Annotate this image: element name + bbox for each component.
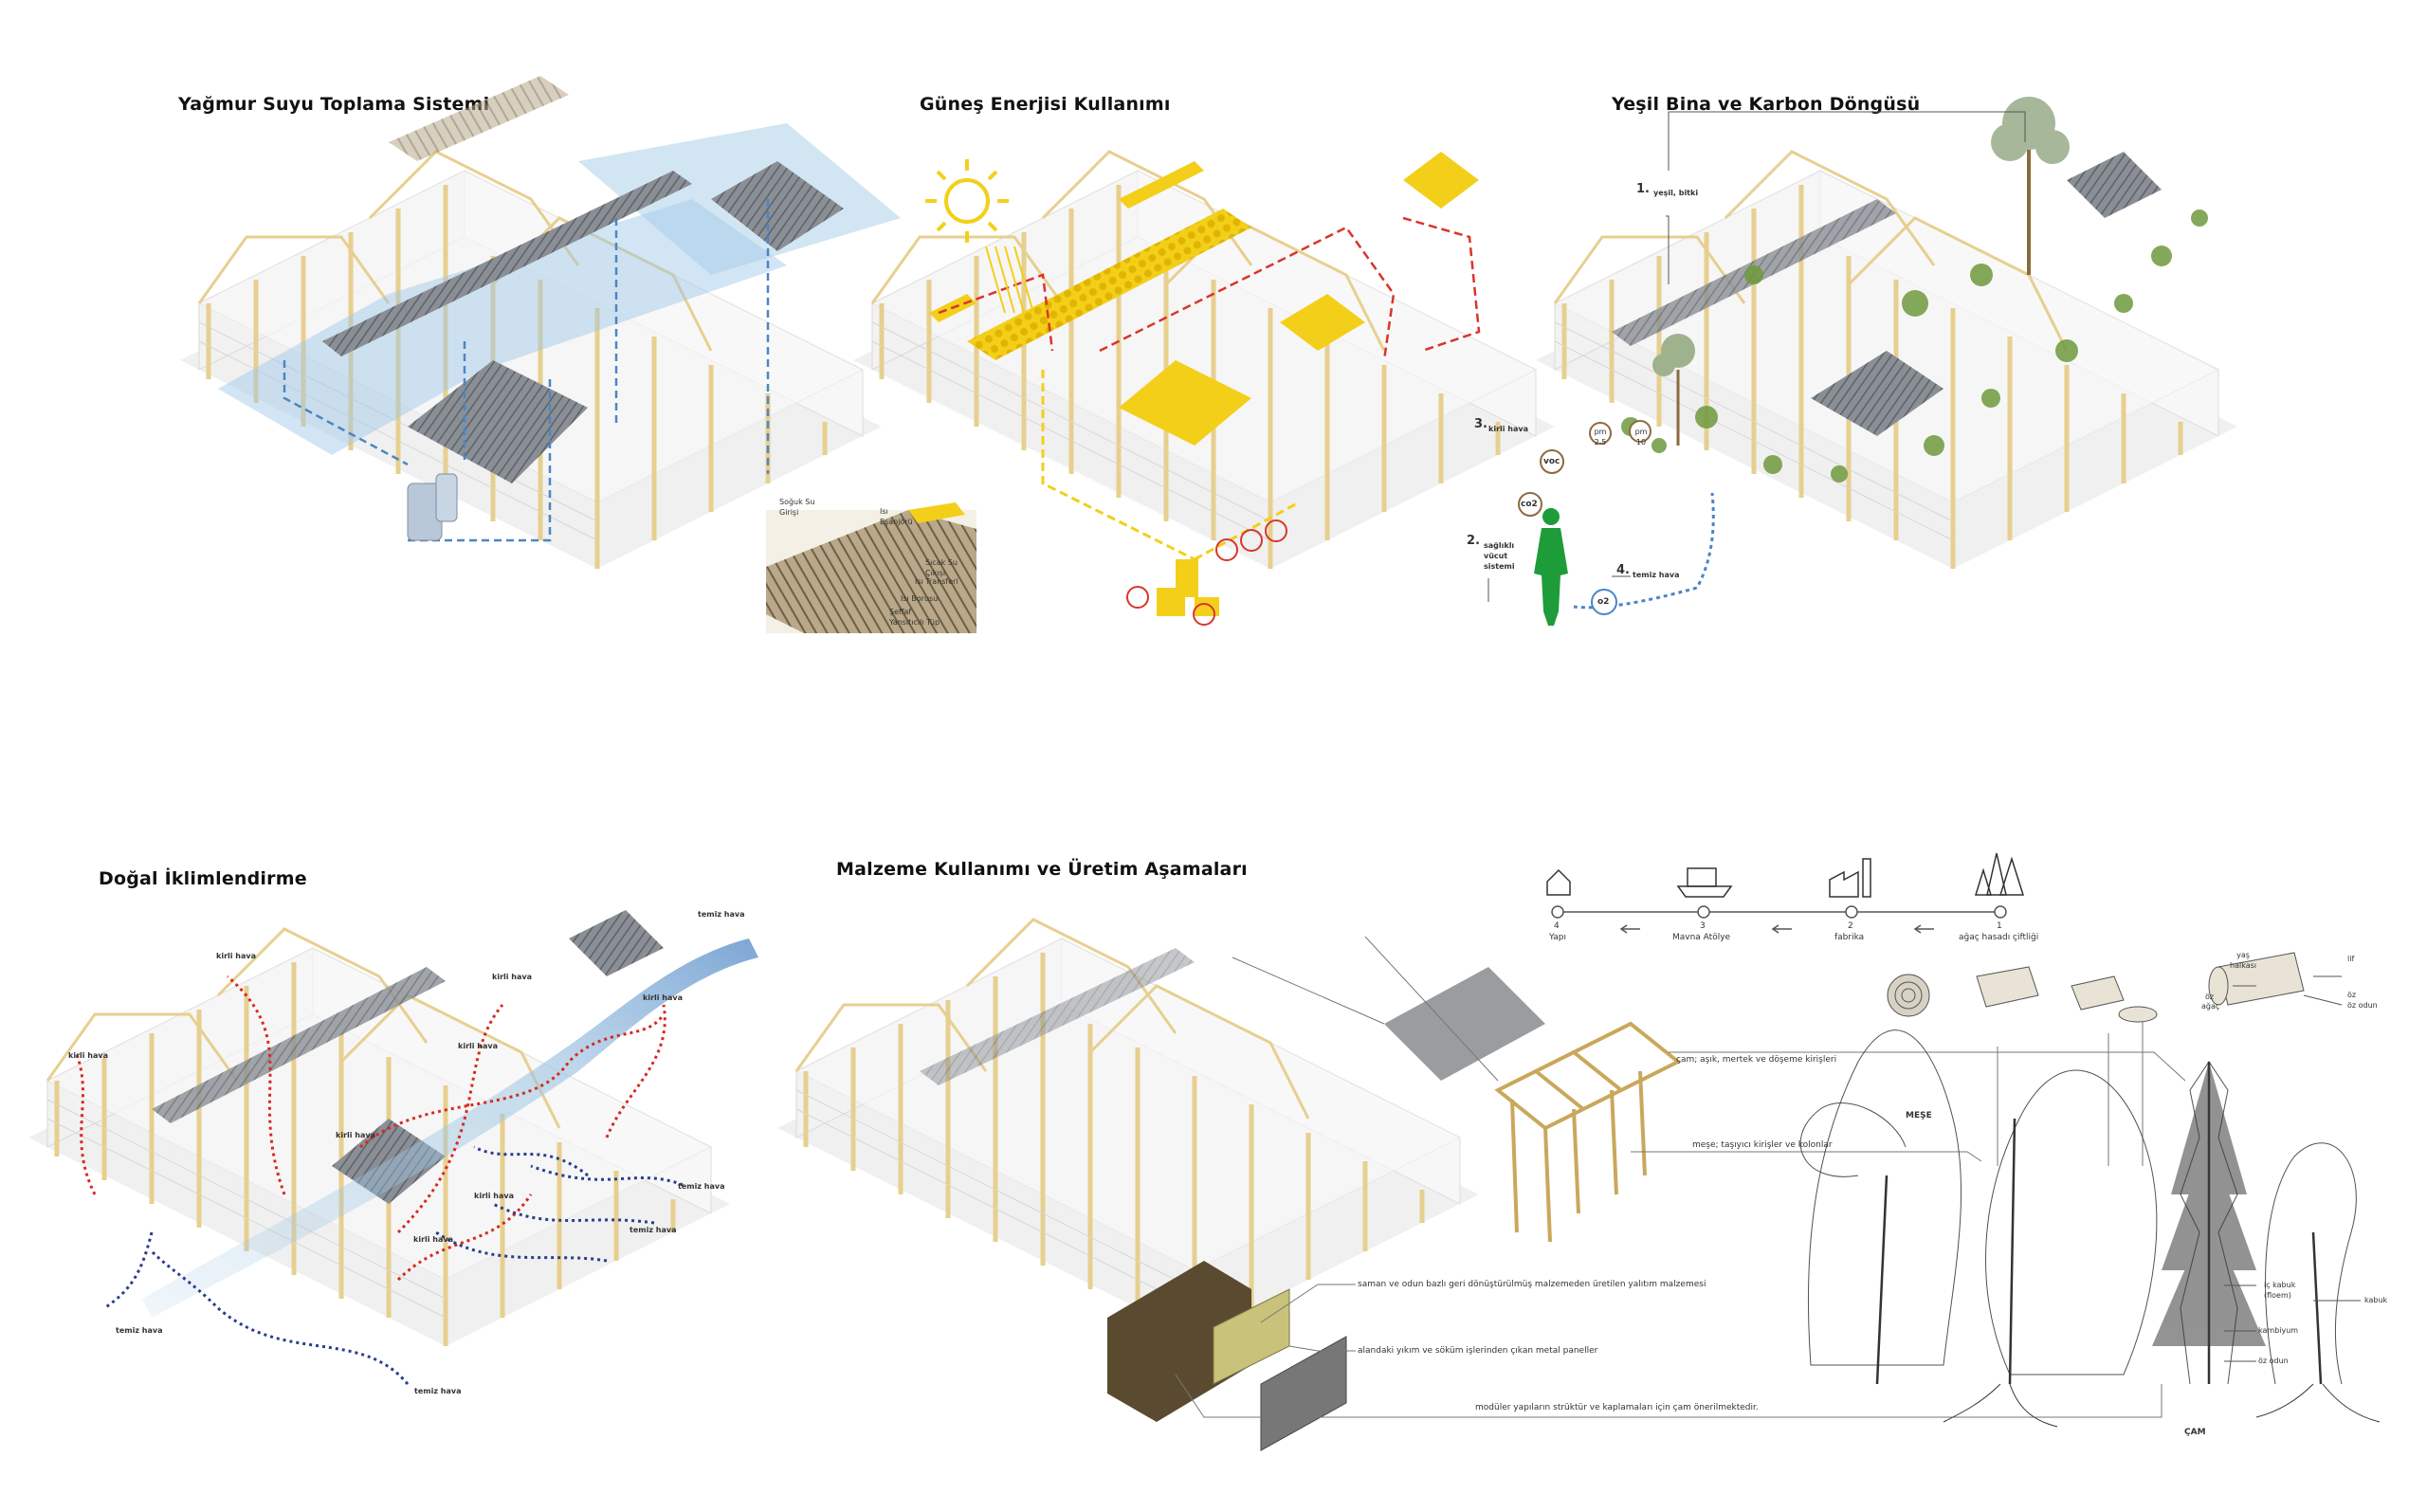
inset-heat-transfer: Isı Transferi — [915, 577, 958, 586]
timeline-label-4: Yapı — [1549, 933, 1566, 942]
green-label-2: sağlıklı vücut sistemi — [1484, 541, 1515, 571]
climate-building — [28, 910, 758, 1346]
timeline-num-1: 1 — [1997, 921, 2002, 931]
tree-label-heartwood: öz odun — [2258, 1357, 2289, 1365]
climate-dirty-1: kirli hava — [216, 952, 256, 960]
wood-heartwood-label: öz odun — [2347, 1001, 2378, 1010]
wood-ring-label: yaş halkası — [2230, 951, 2256, 970]
inset-hot-out: Sıcak Su Çıkışı — [925, 558, 958, 577]
green-label-1: yeşil, bitki — [1653, 189, 1699, 197]
oak-frame — [1494, 1021, 1682, 1243]
green-label-2-num: 2. — [1467, 534, 1480, 548]
climate-dirty-4: kirli hava — [68, 1051, 108, 1060]
timeline-num-4: 4 — [1554, 921, 1560, 931]
green-label-4: temiz hava — [1633, 571, 1680, 579]
climate-clean-2: temiz hava — [678, 1182, 725, 1191]
timeline-label-3: Mavna Atölye — [1672, 933, 1731, 942]
green-label-3-num: 3. — [1474, 417, 1487, 431]
climate-dirty-7: kirli hava — [474, 1192, 514, 1200]
note-oak: meşe; taşıyıcı kirişler ve kolonlar — [1692, 1140, 1833, 1150]
co2-badge: co2 — [1521, 500, 1538, 509]
solar-equipment — [1126, 519, 1287, 626]
sun-icon — [925, 159, 1009, 243]
climate-panel-title: Doğal İklimlendirme — [99, 868, 307, 889]
climate-dirty-5: kirli hava — [458, 1042, 498, 1050]
pm10-badge: pm 10 — [1634, 428, 1648, 446]
dirty-air-flows — [74, 975, 666, 1282]
inset-heat-exchanger: Isı Eşanjörü — [880, 507, 913, 526]
note-metal: alandaki yıkım ve söküm işlerinden çıkan… — [1358, 1346, 1598, 1356]
material-leader-lines — [1175, 936, 2186, 1418]
note-modular: modüler yapıların strüktür ve kaplamalar… — [1475, 1403, 1759, 1412]
climate-clean-4: temiz hava — [116, 1326, 163, 1335]
clean-air-flows — [103, 1145, 684, 1385]
o2-badge: o2 — [1597, 597, 1610, 607]
climate-dirty-8: kirli hava — [413, 1235, 453, 1244]
inset-heat-pipe: Isı Borusu — [901, 594, 939, 603]
carbon-cycle-path — [1573, 492, 1715, 610]
climate-clean-1: temiz hava — [698, 910, 745, 919]
pine-tree-dark — [2152, 1062, 2266, 1346]
note-pine: çam; aşık, mertek ve döşeme kirişleri — [1676, 1055, 1837, 1065]
voc-badge: voc — [1543, 457, 1560, 466]
climate-clean-5: temiz hava — [414, 1387, 462, 1395]
solar-building — [853, 152, 1555, 569]
tree-label-bark: kabuk — [2364, 1296, 2388, 1304]
green-label-1-num: 1. — [1636, 182, 1650, 196]
tree-label-pine: ÇAM — [2184, 1428, 2206, 1437]
tree-label-leaders — [2224, 1284, 2361, 1362]
climate-dirty-3: kirli hava — [643, 993, 683, 1002]
climate-clean-3: temiz hava — [630, 1226, 677, 1234]
wood-core-label: öz — [2347, 991, 2357, 999]
note-insulation: saman ve odun bazlı geri dönüştürülmüş m… — [1358, 1280, 1706, 1289]
green-label-3: kirli hava — [1488, 425, 1528, 433]
timeline-num-2: 2 — [1848, 921, 1853, 931]
green-building — [1536, 97, 2237, 569]
metal-roof-sheet — [1384, 967, 1545, 1081]
production-timeline — [1551, 905, 2007, 919]
pollutant-bubbles — [1518, 420, 1651, 615]
timeline-label-1: ağaç hasadı çiftliği — [1959, 933, 2039, 942]
climate-dirty-6: kirli hava — [336, 1131, 375, 1139]
inset-cold-in: Soğuk Su Girişi — [779, 498, 815, 517]
timeline-label-2: fabrika — [1834, 933, 1865, 942]
forest-icon — [1974, 852, 2025, 896]
factory-icon — [1829, 858, 1871, 898]
timeline-arrows — [1619, 924, 1934, 934]
green-leader-lines — [1487, 111, 2026, 602]
material-panel-title: Malzeme Kullanımı ve Üretim Aşamaları — [836, 859, 1248, 880]
solar-collector-inset — [766, 502, 976, 633]
rain-building — [180, 76, 901, 569]
green-label-4-num: 4. — [1616, 563, 1630, 577]
pm25-badge: pm 2.5 — [1594, 428, 1607, 446]
tree-label-inner-bark: iç kabuk (floem) — [2264, 1281, 2296, 1300]
rain-panel-title: Yağmur Suyu Toplama Sistemi — [178, 94, 490, 115]
material-building — [777, 920, 1479, 1337]
house-icon — [1546, 868, 1571, 896]
tree-roots — [1943, 1383, 2381, 1428]
insulation-module — [1107, 1261, 1347, 1451]
wood-fiber-label: lif — [2347, 955, 2355, 963]
wood-leaders — [2233, 975, 2343, 1006]
wood-samples — [1887, 952, 2305, 1023]
timeline-num-3: 3 — [1700, 921, 1706, 931]
wood-core-small-label: öz — [2205, 993, 2215, 1001]
sun-rays — [985, 246, 1034, 314]
inset-tube: Şeffaf Yansıtıcılı Tüp — [889, 608, 940, 627]
green-panel-title: Yeşil Bina ve Karbon Döngüsü — [1612, 94, 1921, 115]
tree-label-cambium: kambiyum — [2258, 1326, 2299, 1335]
human-figure — [1534, 508, 1568, 626]
ship-icon — [1676, 867, 1733, 898]
wood-core-small2-label: ağaç — [2201, 1002, 2220, 1011]
solar-panel-title: Güneş Enerjisi Kullanımı — [920, 94, 1171, 115]
climate-dirty-2: kirli hava — [492, 973, 532, 981]
tree-label-oak: MEŞE — [1906, 1111, 1932, 1120]
